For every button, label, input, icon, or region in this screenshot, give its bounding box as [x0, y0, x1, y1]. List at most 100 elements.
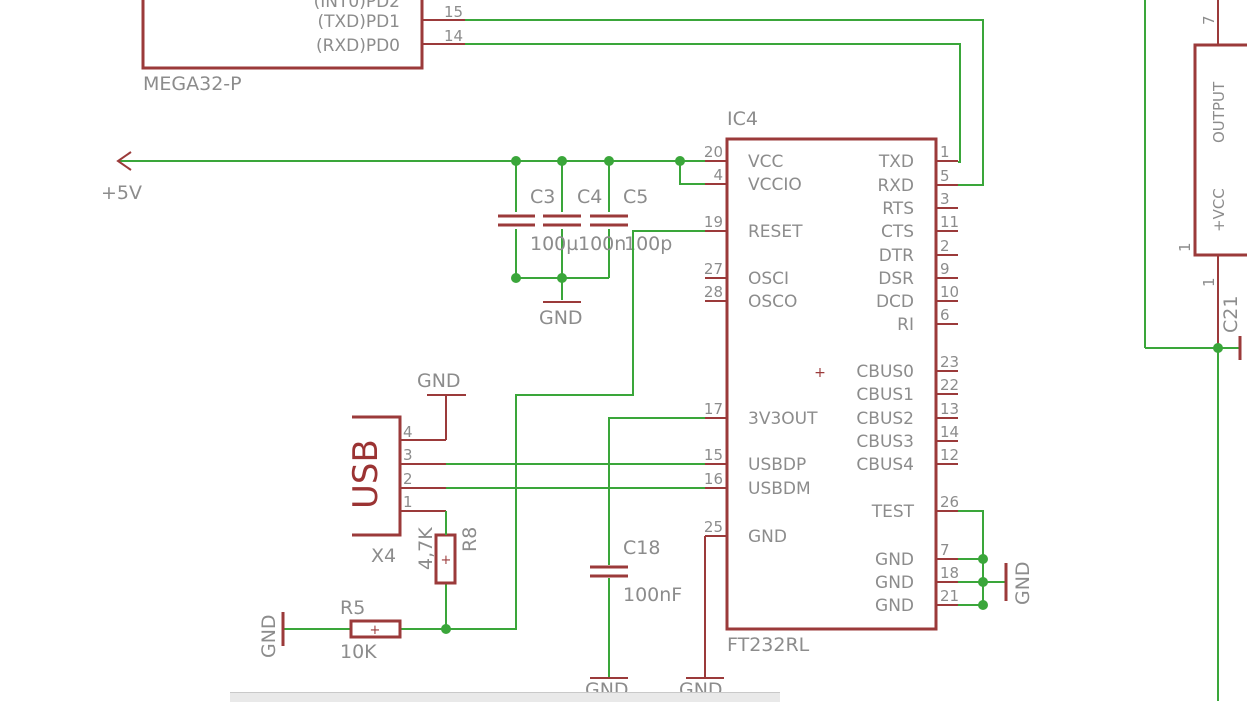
ic-left-pin-label: VCC — [748, 152, 783, 172]
ic-left-pin-label: USBDM — [748, 479, 811, 499]
ic-left-pin-num: 28 — [704, 283, 723, 301]
ic-left-pin-num: 16 — [704, 470, 723, 488]
usb-connector: 4 3 2 1 USB X4 GND — [346, 370, 705, 567]
mcu-pin-num-14: 14 — [444, 27, 463, 45]
ic-right-pin-num: 18 — [940, 564, 959, 582]
mcu-pin-label-pd1: (TXD)PD1 — [317, 12, 400, 32]
ic-right-pin-label: CBUS1 — [856, 385, 914, 405]
ft232-symbol: IC4 FT232RL + VCC20VCCIO4RESET19OSCI27OS… — [704, 108, 959, 656]
ic-right-pin-label: TXD — [878, 152, 914, 172]
origin-mark: + — [814, 365, 826, 381]
c21-ref: C21 — [1220, 296, 1242, 333]
c18-cap: C18 100nF GND — [585, 417, 705, 701]
ic-right-pin-label: GND — [875, 596, 914, 616]
ic-right-pin-label: CBUS4 — [856, 455, 914, 475]
ic-right-pin-num: 6 — [940, 306, 950, 324]
mcu-pin-label-pd0: (RXD)PD0 — [316, 36, 400, 56]
ic-right-pin-label: RI — [897, 315, 914, 335]
c18-value: 100nF — [623, 584, 682, 606]
usb-pin-4: 4 — [403, 423, 413, 441]
ic-right-pin-label: DCD — [876, 292, 914, 312]
ic-right-pin-label: TEST — [871, 502, 915, 522]
gnd-label-r5: GND — [258, 614, 280, 658]
ic-right-pin-label: DTR — [879, 246, 914, 266]
reg-output-label: OUTPUT — [1210, 81, 1228, 143]
ic-right-pin-num: 3 — [940, 190, 950, 208]
c5-ref: C5 — [623, 186, 648, 208]
reg-vcc-label: +VCC — [1210, 188, 1228, 232]
horizontal-scrollbar[interactable] — [230, 692, 780, 702]
usb-pin-3: 3 — [403, 446, 413, 464]
ic-right-pin-label: RTS — [882, 199, 914, 219]
c21-pin-1: 1 — [1200, 277, 1218, 287]
ic-right-pin-label: GND — [875, 550, 914, 570]
gnd-label-usb: GND — [417, 370, 461, 392]
ic-left-pin-num: 27 — [704, 260, 723, 278]
reg-pin-1: 1 — [1176, 242, 1194, 252]
usb-pin-2: 2 — [403, 470, 413, 488]
mcu-pin-label-pd2: (INT0)PD2 — [314, 0, 400, 12]
ic-left-pin-num: 25 — [704, 518, 723, 536]
mcu-pin-num-15: 15 — [444, 3, 463, 21]
mcu-name: MEGA32-P — [143, 73, 242, 95]
ic-right-pin-label: RXD — [877, 176, 914, 196]
c5-value: 100p — [624, 233, 672, 255]
r8-ref: R8 — [459, 527, 481, 552]
ic-ref: IC4 — [727, 108, 758, 130]
reset-network: + R5 10K GND + R8 4,7K — [258, 230, 705, 663]
mcu-symbol: (INT0)PD2 (TXD)PD1 (RXD)PD0 15 14 MEGA32… — [141, 0, 465, 95]
supply-rail: +5V — [101, 151, 705, 204]
r5-value: 10K — [340, 641, 377, 663]
reg-pin-7: 7 — [1200, 15, 1218, 25]
gnd-label-right: GND — [1012, 561, 1034, 605]
junctions — [441, 156, 1223, 634]
ic-left-pin-num: 4 — [713, 166, 723, 184]
r5-ref: R5 — [340, 597, 365, 619]
ic-left-pin-label: RESET — [748, 222, 803, 242]
ic-left-pin-label: GND — [748, 527, 787, 547]
ic-right-pin-num: 21 — [940, 587, 959, 605]
decoupling-caps: C3 C4 C5 100µ 100n 100p GND — [498, 161, 672, 329]
ic-right-pin-num: 13 — [940, 400, 959, 418]
ic-right-pin-num: 1 — [940, 143, 950, 161]
ic-left-pin-num: 20 — [704, 143, 723, 161]
gnd-right: GND — [958, 510, 1034, 606]
ic-right-pin-num: 22 — [940, 376, 959, 394]
c3-ref: C3 — [530, 186, 555, 208]
ic-right-pin-label: DSR — [878, 269, 914, 289]
ic-left-pin-label: 3V3OUT — [748, 409, 818, 429]
ic-left-pin-label: USBDP — [748, 455, 806, 475]
c4-ref: C4 — [577, 186, 602, 208]
ic-left-pin-num: 19 — [704, 213, 723, 231]
serial-wires — [465, 19, 984, 186]
ic-right-pin-num: 10 — [940, 283, 959, 301]
c4-value: 100n — [578, 233, 626, 255]
ic-right-pin-num: 11 — [940, 213, 959, 231]
ic-right-pin-num: 12 — [940, 446, 959, 464]
ic-right-pin-label: CTS — [881, 222, 914, 242]
usb-ref: X4 — [371, 545, 396, 567]
r8-value: 4,7K — [415, 527, 437, 570]
usb-name: USB — [346, 439, 386, 509]
gnd-pin25: GND — [679, 536, 724, 701]
ic-right-pin-num: 9 — [940, 260, 950, 278]
svg-text:+: + — [441, 553, 452, 568]
ic-right-pin-num: 7 — [940, 541, 950, 559]
ic-right-pin-num: 26 — [940, 493, 959, 511]
ic-left-pin-label: OSCI — [748, 269, 789, 289]
ic-right-pin-label: CBUS0 — [856, 362, 914, 382]
usb-pin-1: 1 — [403, 493, 413, 511]
ic-right-pin-num: 5 — [940, 167, 950, 185]
ic-right-pin-label: CBUS2 — [856, 409, 914, 429]
ic-left-pin-num: 17 — [704, 400, 723, 418]
ic-left-pin-num: 15 — [704, 446, 723, 464]
ic-right-pin-num: 23 — [940, 353, 959, 371]
ic-right-pin-label: GND — [875, 573, 914, 593]
gnd-label-caps: GND — [539, 307, 583, 329]
c3-value: 100µ — [530, 233, 578, 255]
ic-right-pin-label: CBUS3 — [856, 432, 914, 452]
ic-right-pin-num: 14 — [940, 423, 959, 441]
ic-right-pin-num: 2 — [940, 237, 950, 255]
ic-value: FT232RL — [727, 634, 810, 656]
